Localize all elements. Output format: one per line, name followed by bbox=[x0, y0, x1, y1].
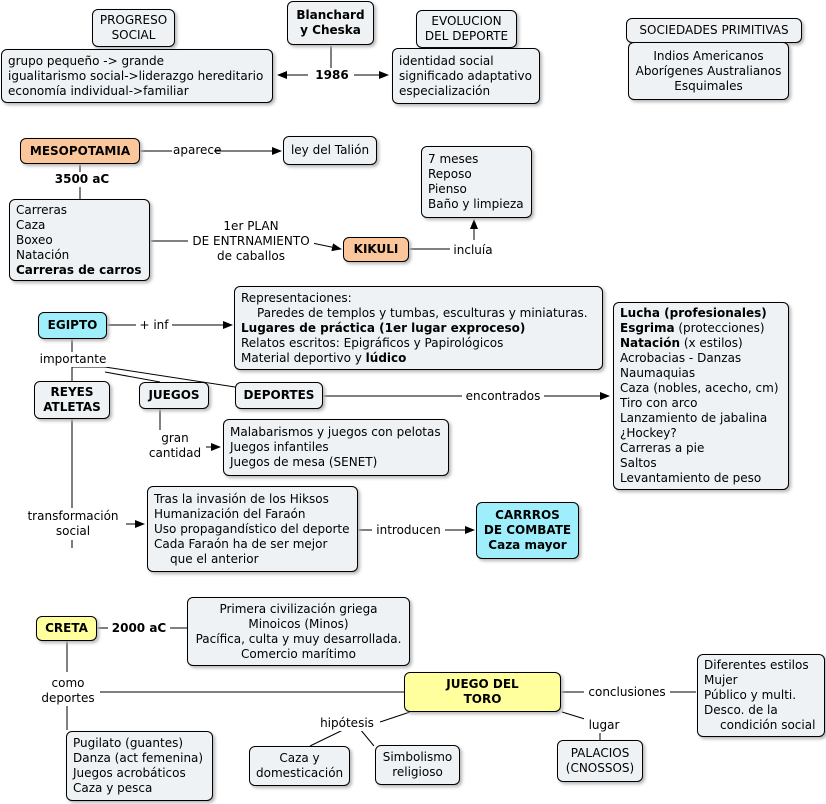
como-deportes-label: como deportes bbox=[36, 676, 100, 706]
transformacion-social-label: transformación social bbox=[20, 509, 126, 539]
lugar-label: lugar bbox=[584, 718, 624, 733]
evolucion-items-node: identidad social significado adaptativo … bbox=[392, 48, 540, 104]
blanchard-cheska-node: Blanchard y Cheska bbox=[287, 1, 374, 45]
caza-domesticacion-node: Caza y domesticación bbox=[249, 746, 350, 786]
creta-node: CRETA bbox=[36, 616, 97, 641]
sociedades-primitivas-node: SOCIEDADES PRIMITIVAS bbox=[626, 18, 802, 43]
year-3500-label: 3500 aC bbox=[50, 172, 114, 187]
juegos-node: JUEGOS bbox=[139, 382, 209, 409]
hipotesis-label: hipótesis bbox=[314, 716, 380, 731]
simbolismo-religioso-node: Simbolismo religioso bbox=[375, 745, 460, 785]
creta-deportes-items-node: Pugilato (guantes) Danza (act femenina) … bbox=[66, 731, 213, 801]
mesopotamia-node: MESOPOTAMIA bbox=[20, 138, 140, 164]
juego-toro-node: JUEGO DEL TORO bbox=[404, 672, 561, 712]
palacios-cnossos-node: PALACIOS (CNOSSOS) bbox=[557, 740, 643, 782]
year-2000-label: 2000 aC bbox=[108, 621, 170, 636]
kikuli-items-node: 7 meses Reposo Pienso Baño y limpieza bbox=[421, 146, 532, 218]
kikuli-node: KIKULI bbox=[343, 237, 409, 262]
importante-label: importante bbox=[38, 352, 108, 367]
egipto-node: EGIPTO bbox=[38, 312, 107, 339]
year-1986-label: 1986 bbox=[310, 68, 354, 83]
gran-cantidad-label: gran cantidad bbox=[144, 431, 206, 461]
grecia-items-node: Primera civilización griega Minoicos (Mi… bbox=[187, 597, 410, 666]
mas-inf-label: + inf bbox=[136, 318, 172, 333]
incluia-label: incluía bbox=[450, 243, 496, 258]
reyes-atletas-node: REYES ATLETAS bbox=[34, 381, 110, 419]
progreso-social-node: PROGRESO SOCIAL bbox=[92, 9, 175, 47]
carros-combate-node: CARRROS DE COMBATE Caza mayor bbox=[476, 502, 579, 559]
mesopotamia-items-node: Carreras Caza Boxeo Natación Carreras de… bbox=[9, 199, 150, 281]
aparece-label: aparece bbox=[172, 143, 222, 158]
conclusiones-items-node: Diferentes estilos Mujer Público y multi… bbox=[697, 654, 825, 737]
plan-entrenamiento-label: 1er PLAN DE ENTRNAMIENTO de caballos bbox=[188, 219, 314, 264]
introducen-label: introducen bbox=[372, 523, 445, 538]
progreso-items-node: grupo pequeño -> grande igualitarismo so… bbox=[1, 49, 273, 103]
conclusiones-label: conclusiones bbox=[584, 685, 670, 700]
deportes-list-node: Lucha (profesionales) Esgrima (proteccio… bbox=[613, 302, 789, 490]
encontrados-label: encontrados bbox=[462, 389, 544, 404]
evolucion-deporte-node: EVOLUCION DEL DEPORTE bbox=[416, 10, 517, 48]
representaciones-node: Representaciones: Paredes de templos y t… bbox=[234, 286, 603, 370]
sociedades-items-node: Indios Americanos Aborígenes Australiano… bbox=[628, 42, 789, 100]
ley-talion-node: ley del Talión bbox=[283, 136, 377, 165]
deportes-node: DEPORTES bbox=[235, 382, 323, 409]
hiksos-items-node: Tras la invasión de los Hiksos Humanizac… bbox=[147, 486, 358, 572]
juegos-items-node: Malabarismos y juegos con pelotas Juegos… bbox=[223, 419, 449, 476]
